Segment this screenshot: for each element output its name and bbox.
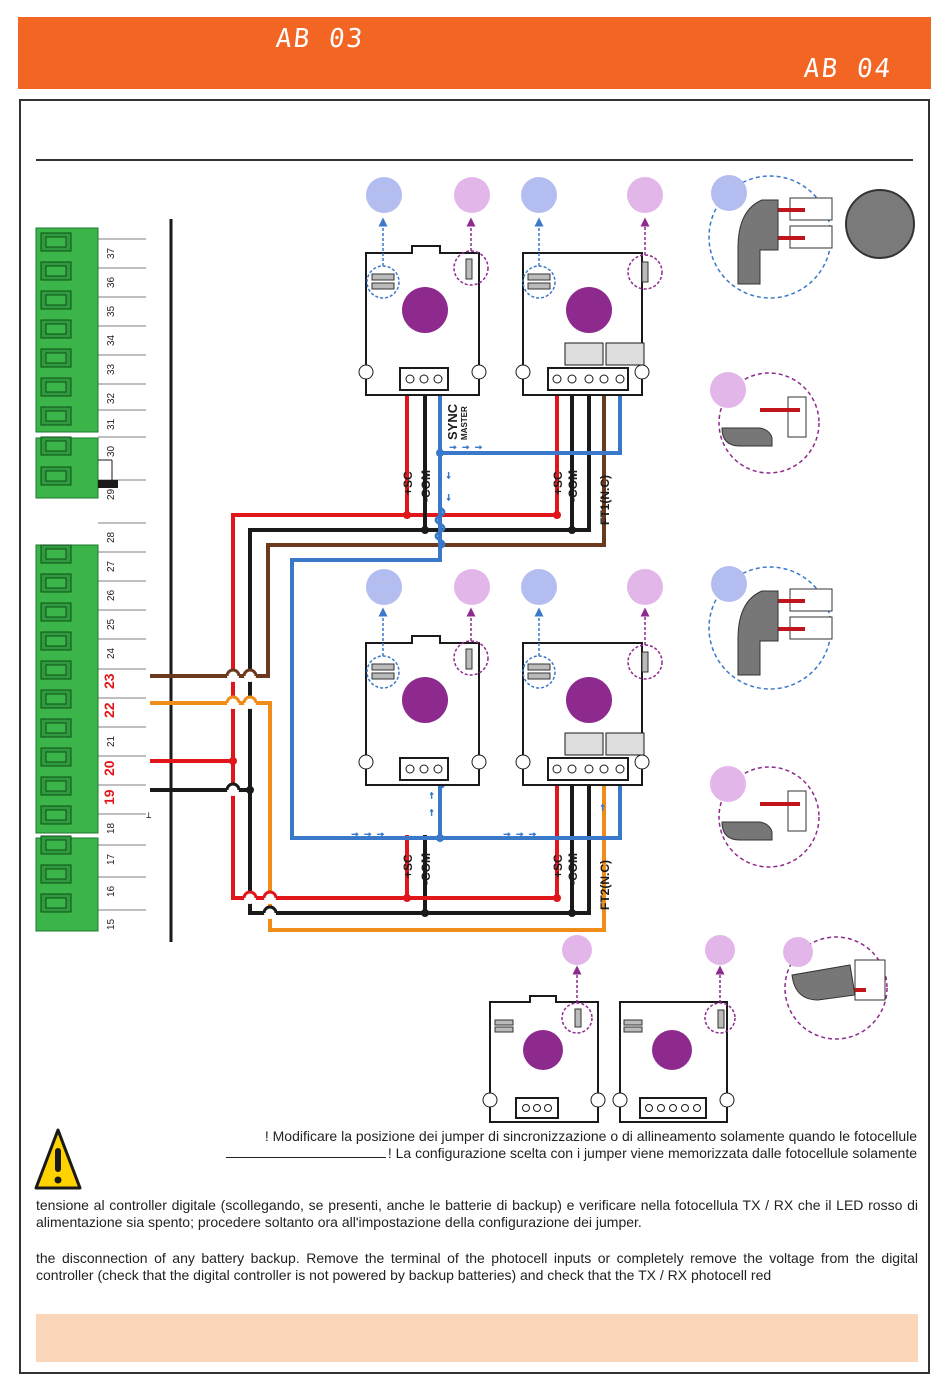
terminal-numbers: 37 36 35 34 33 32 31 30 29 28 27 26 25 24 23 22 21 20 19 18… bbox=[98, 238, 146, 930]
jumper-connector-icon-sync-lower bbox=[708, 566, 833, 690]
crossing-arcs bbox=[225, 668, 278, 914]
wire-sync bbox=[290, 395, 622, 840]
svg-text:↓: ↓ bbox=[446, 492, 451, 503]
wire-ft1 bbox=[150, 395, 606, 678]
label-com-upper-rx: -COM bbox=[566, 470, 580, 502]
photocell-board-icon-tx-lower bbox=[358, 635, 487, 786]
svg-text:→ → →: → → → bbox=[350, 828, 386, 839]
terminal-number-31: 31 bbox=[106, 418, 117, 430]
terminal-slots bbox=[40, 232, 72, 913]
jumper-removed-indicator bbox=[845, 189, 915, 259]
photocell-board-icon-rx-upper bbox=[515, 252, 650, 396]
label-sc-lower-tx: +SC bbox=[401, 854, 415, 878]
jumper-connector-icon-align-upper bbox=[710, 372, 820, 474]
terminal-number-22: 22 bbox=[101, 702, 117, 718]
warning-line-1: ! Modificare la posizione dei jumper di … bbox=[264, 1128, 917, 1144]
jumper-callouts bbox=[366, 177, 736, 1034]
terminal-number-35: 35 bbox=[106, 305, 117, 317]
jumper-connector-icon-align-bottom bbox=[783, 936, 888, 1040]
svg-text:↑: ↑ bbox=[429, 790, 434, 801]
terminal-number-29: 29 bbox=[106, 488, 117, 500]
svg-text:→ → →: → → → bbox=[502, 828, 538, 839]
label-master: MASTER bbox=[460, 406, 469, 440]
junction-dots-blue bbox=[436, 449, 444, 842]
terminal-number-15: 15 bbox=[106, 918, 117, 930]
terminal-number-19: 19 bbox=[101, 789, 117, 805]
terminal-number-16: 16 bbox=[106, 885, 117, 897]
terminal-number-27: 27 bbox=[106, 560, 117, 572]
terminal-number-30: 30 bbox=[106, 445, 117, 457]
content-frame bbox=[19, 99, 930, 1374]
warning-triangle-icon bbox=[34, 1128, 82, 1190]
terminal-number-23: 23 bbox=[101, 673, 117, 689]
junction-dots-black bbox=[246, 526, 576, 917]
photocell-board-icon-rx-lower bbox=[515, 642, 650, 786]
svg-text:↑: ↑ bbox=[600, 802, 605, 813]
terminal-block: 37 36 35 34 33 32 31 30 29 28 27 26 25 24 23 22 21 20 19 18… bbox=[35, 219, 173, 942]
svg-text:↑: ↑ bbox=[429, 807, 434, 818]
label-sync: SYNC bbox=[445, 403, 460, 440]
terminal-number-34: 34 bbox=[106, 334, 117, 346]
photocell-board-icon-tx-bottom bbox=[482, 995, 606, 1123]
svg-text:↓: ↓ bbox=[446, 470, 451, 481]
terminal-number-36: 36 bbox=[106, 276, 117, 288]
label-com-upper-tx: -COM bbox=[419, 470, 433, 502]
svg-text:→ → →: → → → bbox=[448, 441, 484, 452]
terminal-number-28: 28 bbox=[106, 531, 117, 543]
terminal-number-33: 33 bbox=[106, 363, 117, 375]
header-bar bbox=[18, 17, 931, 89]
label-sc-upper-tx: +SC bbox=[401, 471, 415, 495]
crossing-hops bbox=[227, 670, 276, 919]
signal-arrows: → → → → → → → → → ↓ ↓ ↑ ↑ ↑ bbox=[350, 441, 606, 840]
title-rule bbox=[36, 159, 913, 161]
terminal-number-25: 25 bbox=[106, 618, 117, 630]
warning-underline-blank bbox=[225, 1145, 386, 1158]
jumper-connector-icon-sync bbox=[708, 175, 833, 299]
terminal-number-26: 26 bbox=[106, 589, 117, 601]
label-com-lower-rx: -COM bbox=[566, 853, 580, 885]
terminal-number-20: 20 bbox=[101, 760, 117, 776]
jumper-connector-icon-align-lower bbox=[710, 766, 820, 868]
terminal-number-32: 32 bbox=[106, 392, 117, 404]
terminal-number-37: 37 bbox=[106, 247, 117, 259]
photocell-board-icon-rx-bottom bbox=[612, 1001, 735, 1123]
paragraph-english: the disconnection of any battery backup.… bbox=[36, 1250, 918, 1283]
label-ft2: FT2(N.C) bbox=[598, 860, 612, 910]
terminal-number-24: 24 bbox=[106, 647, 117, 659]
bridge-jumper-29-30 bbox=[98, 480, 118, 488]
label-sc-upper-rx: +SC bbox=[551, 471, 565, 495]
warning-line-2-text: ! La configurazione scelta con i jumper … bbox=[387, 1145, 917, 1161]
terminal-number-18: 18 bbox=[106, 822, 117, 834]
terminal-number-21: 21 bbox=[106, 735, 117, 747]
terminal-number-17: 17 bbox=[106, 853, 117, 865]
label-ft1: FT1(N.C) bbox=[598, 475, 612, 525]
junction-dots-red bbox=[229, 511, 561, 902]
footer-bar bbox=[36, 1314, 918, 1362]
label-com-lower-tx: -COM bbox=[419, 853, 433, 885]
label-sc-lower-rx: +SC bbox=[551, 854, 565, 878]
paragraph-italian: tensione al controller digitale (scolleg… bbox=[36, 1197, 918, 1230]
svg-text:⊥: ⊥ bbox=[146, 811, 152, 821]
photocell-board-icon-tx-upper bbox=[358, 245, 487, 396]
warning-line-2: ! La configurazione scelta con i jumper … bbox=[130, 1145, 917, 1162]
